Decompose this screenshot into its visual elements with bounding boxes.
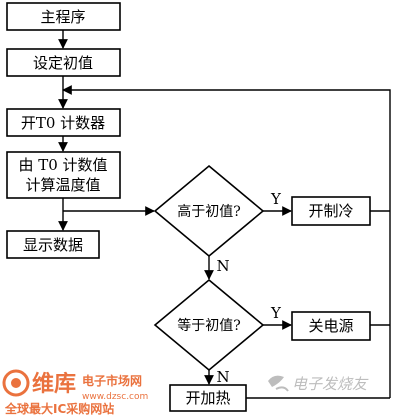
box-heating-label: 开加热 — [185, 389, 230, 407]
box-calc-temp: 由 T0 计数值 计算温度值 — [6, 151, 121, 199]
box-calc-temp-line1: 由 T0 计数值 — [18, 156, 107, 174]
label-equal-yes: Y — [270, 304, 282, 322]
watermark-logo-tail: 电子市场网 — [82, 373, 142, 388]
decision-equal-label: 等于初值? — [177, 317, 241, 334]
watermark-right-text: 电子发烧友 — [292, 375, 369, 393]
box-show-data: 显示数据 — [6, 230, 100, 259]
box-power-off: 关电源 — [291, 311, 371, 341]
label-higher-yes: Y — [270, 190, 282, 208]
watermark-logo-cn: 维库 — [32, 371, 76, 397]
label-higher-no: N — [216, 257, 229, 275]
box-cooling: 开制冷 — [291, 196, 371, 226]
box-start-t0: 开T0 计数器 — [6, 108, 121, 137]
box-cooling-label: 开制冷 — [308, 202, 353, 220]
decision-equal: 等于初值? — [153, 278, 265, 372]
return-main-loop — [62, 85, 391, 398]
watermark-left: 维库 电子市场网 www.dzsc.com 全球最大IC采购网站 — [2, 369, 148, 416]
box-main-program: 主程序 — [6, 2, 121, 31]
box-power-off-label: 关电源 — [308, 317, 353, 335]
box-set-init-label: 设定初值 — [33, 54, 93, 72]
watermark-tagline: 全球最大IC采购网站 — [4, 401, 114, 416]
watermark-right: 电子发烧友 — [268, 375, 369, 393]
watermark-logo-icon — [2, 369, 30, 397]
decision-higher: 高于初值? — [153, 164, 265, 258]
box-calc-temp-line2: 计算温度值 — [25, 176, 100, 194]
label-equal-no: N — [216, 368, 229, 386]
box-heating: 开加热 — [169, 384, 247, 412]
box-main-program-label: 主程序 — [40, 8, 85, 26]
watermark-right-icon — [268, 375, 289, 392]
box-show-data-label: 显示数据 — [23, 236, 83, 254]
decision-higher-label: 高于初值? — [177, 203, 241, 220]
watermark-url: www.dzsc.com — [82, 392, 148, 402]
box-set-init: 设定初值 — [6, 48, 121, 77]
box-start-t0-label: 开T0 计数器 — [21, 114, 105, 132]
